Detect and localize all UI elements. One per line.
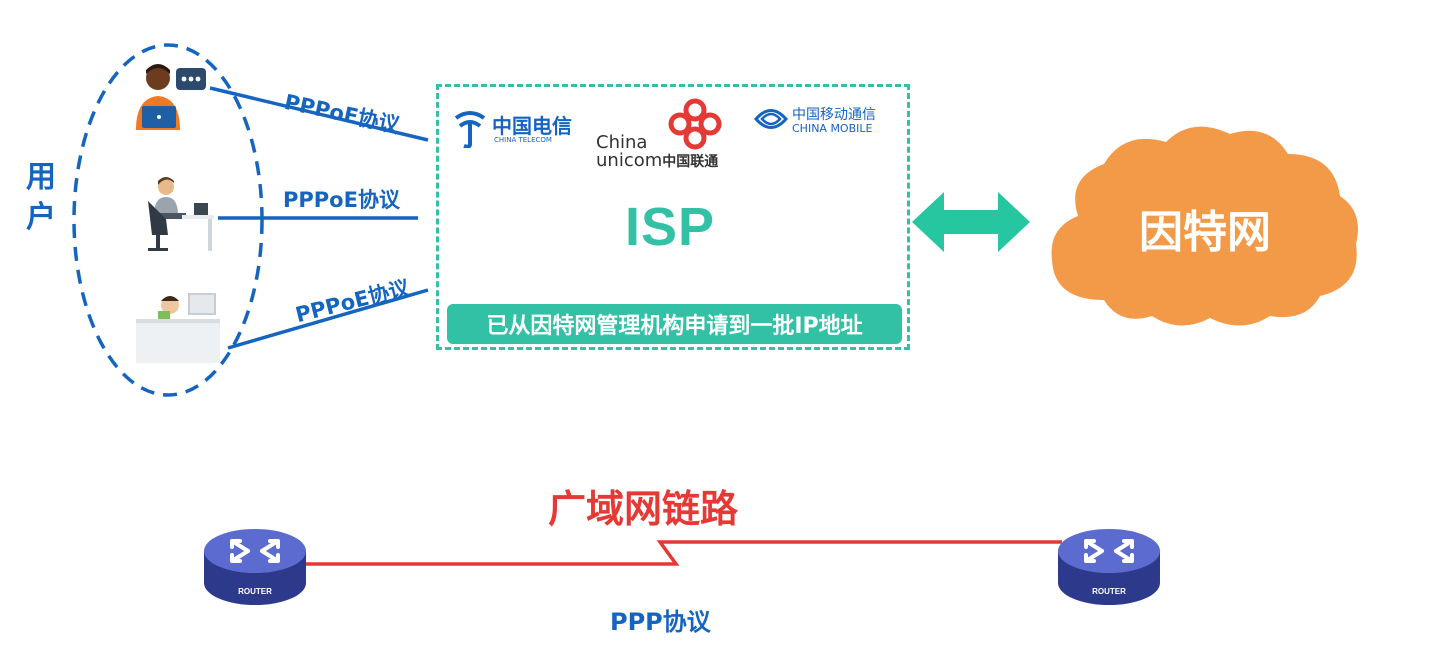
ppp-protocol-label: PPP协议	[610, 608, 711, 636]
cloud-icon	[1051, 126, 1358, 326]
china-unicom-knot-icon	[668, 98, 722, 150]
protocol-label-2: PPPoE协议	[283, 188, 400, 212]
user-link-3	[227, 288, 429, 350]
china-mobile-name-en: CHINA MOBILE	[792, 122, 873, 135]
user-desk-icon	[148, 177, 214, 251]
users-label: 用户	[26, 160, 56, 235]
china-telecom-name-en: CHINA TELECOM	[494, 136, 552, 144]
user-link-1	[209, 86, 429, 142]
china-unicom-name-cn: 中国联通	[662, 154, 719, 170]
isp-title: ISP	[624, 197, 716, 257]
china-telecom-name-cn: 中国电信	[492, 114, 572, 138]
user-group-ellipse	[72, 43, 264, 397]
china-unicom-name-en-2: unicom	[596, 150, 663, 171]
china-unicom-logo: China unicom中国联通	[594, 96, 734, 182]
china-telecom-icon	[454, 111, 486, 148]
router-left: ROUTER	[202, 525, 308, 607]
china-mobile-icon	[754, 109, 788, 129]
china-mobile-logo: 中国移动通信 CHINA MOBILE	[754, 104, 904, 164]
internet-label: 因特网	[1139, 207, 1271, 258]
user-laptop-icon	[136, 64, 206, 130]
china-unicom-name-en-1: China	[596, 132, 648, 153]
isp-note: 已从因特网管理机构申请到一批IP地址	[447, 304, 902, 344]
china-telecom-logo: 中国电信 CHINA TELECOM	[452, 104, 582, 168]
router-icon	[1058, 529, 1160, 605]
isp-box	[436, 84, 910, 350]
double-arrow-icon	[912, 192, 1030, 252]
wan-link-title: 广域网链路	[548, 487, 739, 531]
router-icon	[204, 529, 306, 605]
router-right: ROUTER	[1056, 525, 1162, 607]
user-reception-icon	[136, 293, 220, 363]
china-mobile-name-cn: 中国移动通信	[792, 107, 876, 123]
router-left-label: ROUTER	[238, 587, 272, 596]
router-right-label: ROUTER	[1092, 587, 1126, 596]
